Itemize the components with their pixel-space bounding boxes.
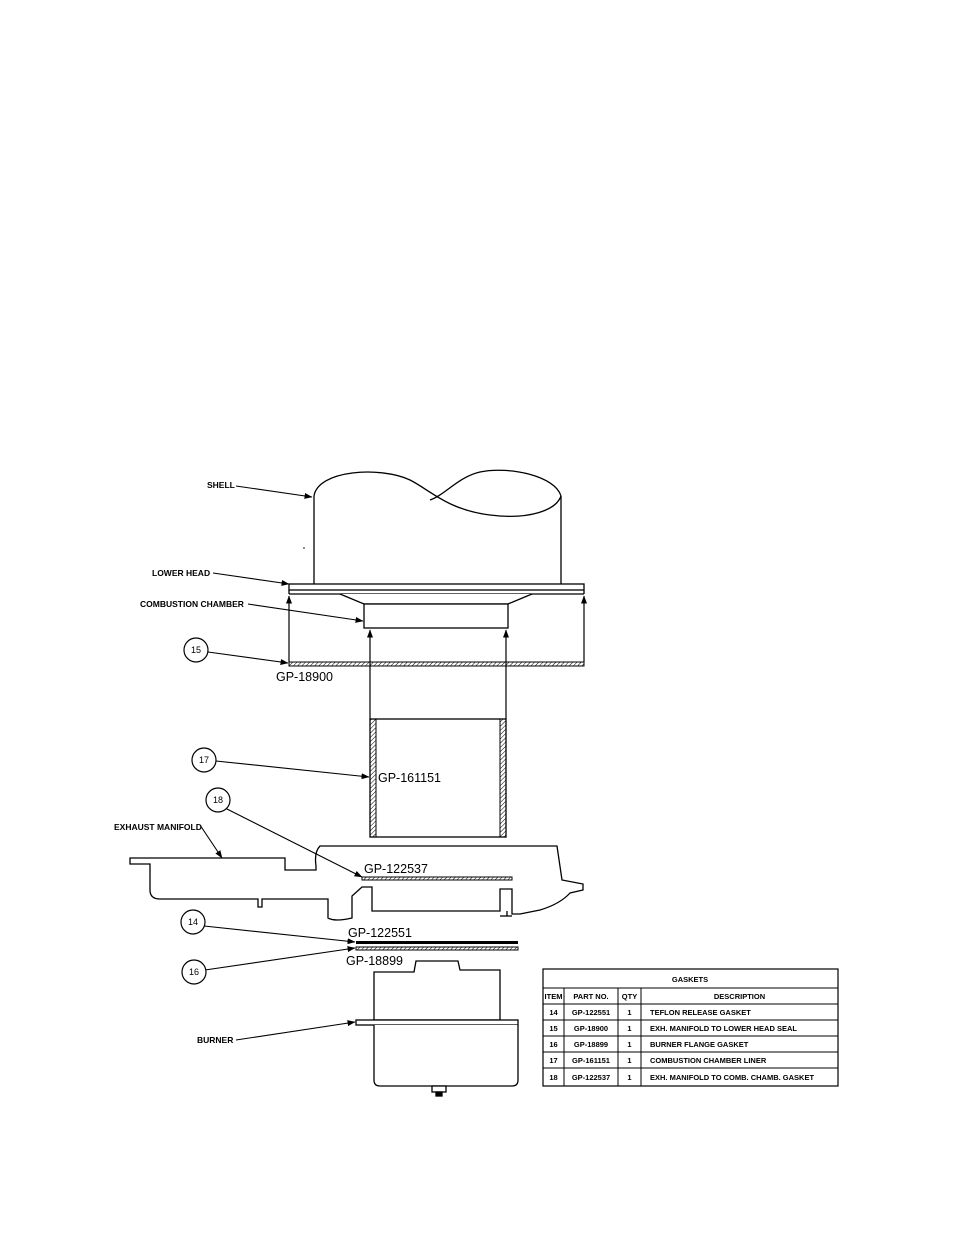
gasket-15	[288, 661, 585, 667]
callout-14: 14	[180, 909, 206, 935]
table-cell-description: TEFLON RELEASE GASKET	[650, 1008, 751, 1017]
table-cell-item: 18	[549, 1073, 557, 1082]
table-cell-qty: 1	[627, 1024, 631, 1033]
table-cell-part-no: GP-18900	[574, 1024, 608, 1033]
callout-16-number: 16	[189, 967, 199, 977]
table-cell-qty: 1	[627, 1040, 631, 1049]
table-header-part-no: PART NO.	[573, 992, 608, 1001]
table-cell-part-no: GP-122537	[572, 1073, 610, 1082]
table-cell-description: EXH. MANIFOLD TO LOWER HEAD SEAL	[650, 1024, 797, 1033]
table-cell-qty: 1	[627, 1056, 631, 1065]
callout-18-number: 18	[213, 795, 223, 805]
part-number-gp-161151: GP-161151	[378, 771, 441, 785]
combustion-chamber	[339, 593, 533, 629]
label-shell: SHELL	[207, 480, 235, 490]
gasket-16	[355, 946, 519, 951]
table-row: 18 GP-122537 1 EXH. MANIFOLD TO COMB. CH…	[549, 1073, 814, 1082]
table-cell-qty: 1	[627, 1008, 631, 1017]
callout-15: 15	[183, 637, 209, 663]
callout-16: 16	[181, 959, 207, 985]
table-header-qty: QTY	[622, 992, 637, 1001]
table-header-item: ITEM	[545, 992, 563, 1001]
table-cell-item: 16	[549, 1040, 557, 1049]
liner-17	[369, 718, 507, 838]
table-cell-item: 15	[549, 1024, 557, 1033]
label-combustion-chamber: COMBUSTION CHAMBER	[140, 599, 244, 609]
label-exhaust-manifold: EXHAUST MANIFOLD	[114, 822, 202, 832]
table-cell-part-no: GP-161151	[572, 1056, 610, 1065]
alignment-arrows-15	[286, 595, 587, 662]
table-cell-part-no: GP-18899	[574, 1040, 608, 1049]
callout-17: 17	[191, 747, 217, 773]
part-number-gp-122537: GP-122537	[364, 862, 428, 876]
gaskets-table: GASKETS ITEM PART NO. QTY DESCRIPTION 14…	[542, 968, 839, 1087]
table-cell-part-no: GP-122551	[572, 1008, 610, 1017]
lower-head	[288, 583, 585, 595]
gasket-14	[356, 941, 518, 944]
table-header-description: DESCRIPTION	[714, 992, 765, 1001]
alignment-arrows-17	[367, 629, 509, 719]
part-number-gp-122551: GP-122551	[348, 926, 412, 940]
burner	[355, 960, 519, 1097]
callout-15-number: 15	[191, 645, 201, 655]
table-row: 15 GP-18900 1 EXH. MANIFOLD TO LOWER HEA…	[549, 1024, 797, 1033]
table-cell-item: 17	[549, 1056, 557, 1065]
part-number-gp-18899: GP-18899	[346, 954, 403, 968]
exhaust-manifold	[129, 845, 584, 921]
table-cell-qty: 1	[627, 1073, 631, 1082]
table-cell-description: EXH. MANIFOLD TO COMB. CHAMB. GASKET	[650, 1073, 814, 1082]
callout-18: 18	[205, 787, 231, 813]
table-cell-description: COMBUSTION CHAMBER LINER	[650, 1056, 767, 1065]
label-lower-head: LOWER HEAD	[152, 568, 210, 578]
table-row: 14 GP-122551 1 TEFLON RELEASE GASKET	[549, 1008, 751, 1017]
callout-14-number: 14	[188, 917, 198, 927]
table-cell-description: BURNER FLANGE GASKET	[650, 1040, 749, 1049]
shell	[313, 469, 562, 584]
leader-lines	[199, 485, 370, 1041]
label-burner: BURNER	[197, 1035, 233, 1045]
part-number-gp-18900: GP-18900	[276, 670, 333, 684]
table-row: 16 GP-18899 1 BURNER FLANGE GASKET	[549, 1040, 748, 1049]
table-title: GASKETS	[672, 975, 708, 984]
table-cell-item: 14	[549, 1008, 558, 1017]
gasket-18	[361, 876, 513, 881]
table-row: 17 GP-161151 1 COMBUSTION CHAMBER LINER	[549, 1056, 767, 1065]
callout-17-number: 17	[199, 755, 209, 765]
